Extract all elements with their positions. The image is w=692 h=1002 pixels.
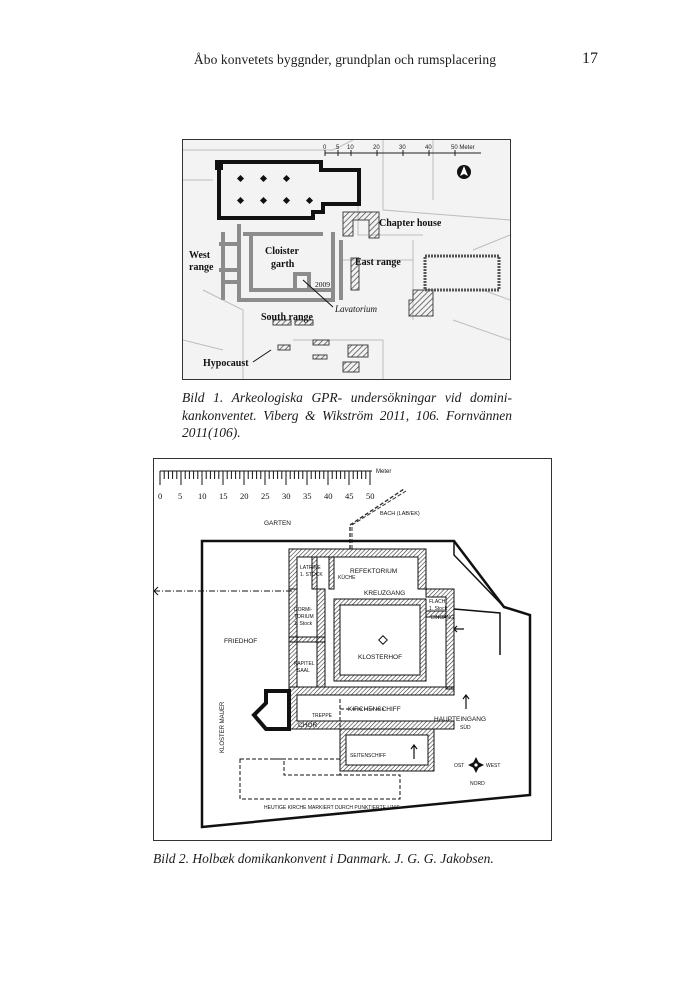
scale-tick-40: 40 (425, 145, 432, 151)
scale-tick-5: 5 (336, 145, 340, 151)
figure-1-gpr-plan: 0 5 10 20 30 40 50 Meter (182, 139, 511, 380)
ruler-number-35: 35 (303, 491, 312, 501)
label-east-range: East range (355, 257, 401, 268)
label-heutige-kirche: HEUTIGE KIRCHE MARKIERT DURCH PUNKTIERTE… (264, 805, 401, 811)
label-hypocaust: Hypocaust (203, 358, 249, 369)
scale-tick-50: 50 Meter (451, 145, 475, 151)
label-eingang: EINGANG (431, 615, 454, 621)
entrance-arrows (410, 625, 470, 759)
label-latrine-stock: 1. STOCK (300, 572, 323, 578)
label-kapitel: KAPITEL (294, 661, 315, 667)
label-kloster-mauer: KLOSTER MAUER (220, 701, 226, 753)
ruler-number-10: 10 (198, 491, 207, 501)
label-treppe: TREPPE (312, 713, 333, 719)
label-refektorium: REFEKTORIUM (350, 568, 397, 575)
gpr-plan-drawing: 0 5 10 20 30 40 50 Meter (183, 140, 510, 379)
old-church-dashed-outline (239, 758, 401, 800)
label-bach: BACH (LAB/EK) (380, 511, 420, 517)
holbaek-plan-drawing: Meter 0 5 10 15 20 25 30 35 40 45 50 BAC… (154, 469, 532, 829)
page-number: 17 (582, 50, 598, 67)
label-sud: SÜD (460, 724, 471, 731)
label-latrine: LATRINE (300, 565, 321, 571)
label-kirchenschiff: KIRCHENSCHIFF (348, 706, 401, 713)
figure-2-holbaek-plan: Meter 0 5 10 15 20 25 30 35 40 45 50 BAC… (153, 458, 552, 841)
label-year: 2009 (315, 280, 330, 289)
ruler-number-25: 25 (261, 491, 270, 501)
label-chapter-house: Chapter house (379, 218, 442, 229)
label-dormi: DORMI- (294, 607, 313, 613)
ruler-number-20: 20 (240, 491, 249, 501)
scale-tick-30: 30 (399, 145, 406, 151)
fig2-scale-ruler: Meter 0 5 10 15 20 25 30 35 40 45 50 (158, 469, 391, 501)
ruler-unit: Meter (376, 469, 391, 475)
label-south-range: South range (261, 312, 314, 323)
hatched-structures (272, 211, 501, 373)
label-friedhof: FRIEDHOF (224, 638, 257, 645)
scale-tick-20: 20 (373, 145, 380, 151)
label-garth: garth (271, 259, 295, 270)
label-chor: CHOR (298, 722, 317, 729)
monastery-buildings (251, 548, 455, 772)
label-west: West (189, 250, 211, 261)
leader-lines (252, 279, 334, 363)
ruler-number-40: 40 (324, 491, 333, 501)
label-klosterhof: KLOSTERHOF (358, 654, 402, 661)
ruler-number-0: 0 (158, 491, 162, 501)
label-west-compass: WEST (486, 763, 500, 769)
label-saal: SAAL (297, 668, 310, 674)
label-kreuzgang: KREUZGANG (364, 590, 405, 597)
label-torium: TORIUM (294, 614, 314, 620)
label-kuche: KÜCHE (338, 574, 356, 581)
fig1-scale-bar: 0 5 10 20 30 40 50 Meter (323, 145, 481, 156)
scale-tick-0: 0 (323, 145, 327, 151)
label-dorm-stock: 1. Stock (294, 621, 313, 627)
label-flach-stock: 1. Stock (429, 606, 448, 612)
church-outline (215, 160, 361, 220)
ruler-number-15: 15 (219, 491, 228, 501)
scale-tick-10: 10 (347, 145, 354, 151)
running-head: Åbo konvetets byggnder, grundplan och ru… (193, 52, 497, 67)
caption-figure-1: Bild 1. Arkeologiska GPR- undersökningar… (182, 390, 512, 440)
label-flach: FLACH (429, 599, 446, 605)
label-cloister: Cloister (265, 246, 299, 257)
ruler-number-30: 30 (282, 491, 291, 501)
label-garten: GARTEN (264, 520, 291, 527)
label-nord: NORD (470, 781, 485, 787)
label-seitenschiff: SEITENSCHIFF (350, 753, 386, 759)
label-range: range (189, 262, 214, 273)
label-lavatorium: Lavatorium (334, 304, 378, 314)
label-haupteingang: HAUPTEINGANG (434, 716, 486, 723)
caption-figure-2: Bild 2. Holbæk domikankonvent i Danmark.… (153, 851, 494, 866)
label-ost: OST (454, 763, 464, 769)
well-icon (378, 635, 388, 645)
north-arrow-icon (457, 165, 471, 179)
ruler-number-45: 45 (345, 491, 354, 501)
ruler-number-50: 50 (366, 491, 375, 501)
ruler-number-5: 5 (178, 491, 182, 501)
gpr-ranges (219, 224, 343, 302)
compass-rose-icon (468, 757, 484, 773)
